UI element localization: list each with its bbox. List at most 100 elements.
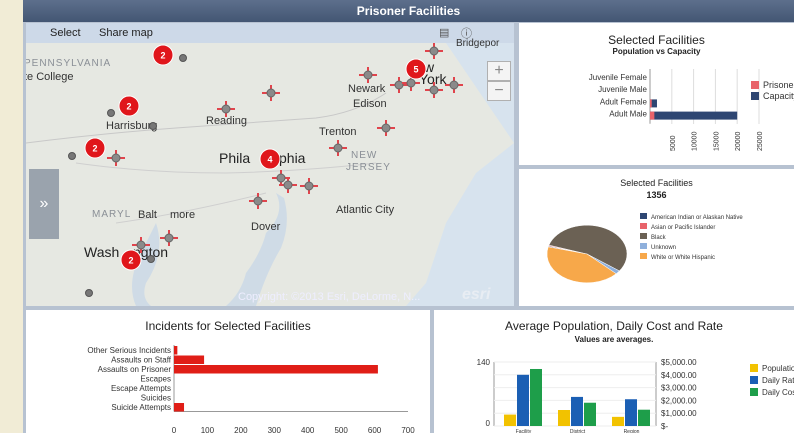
- cluster-badge[interactable]: 2: [120, 249, 142, 271]
- marker-dot: [381, 123, 391, 133]
- right-tick-label: $5,000.00: [661, 358, 697, 367]
- legend-label: American Indian or Alaskan Native: [651, 215, 743, 221]
- label-philadelphia-b: phia: [279, 150, 306, 166]
- facility-marker[interactable]: [300, 178, 318, 194]
- avg-bar: [517, 374, 529, 426]
- label-washington-a: Wash: [84, 244, 120, 260]
- label-pennsylvania: PENNSYLVANIA: [26, 58, 112, 69]
- marker-dot: [283, 180, 293, 190]
- marker-dot: [304, 181, 314, 191]
- label-state-college: te College: [26, 71, 74, 83]
- legend-swatch: [750, 364, 758, 372]
- pie-slice: [546, 246, 617, 283]
- map-toolbar: Select Share map ▤ ⓘ: [26, 23, 514, 43]
- right-tick-label: $3,000.00: [661, 384, 697, 393]
- average-chart[interactable]: 1400$5,000.00$4,000.00$3,000.00$2,000.00…: [434, 310, 794, 433]
- expand-panel-button[interactable]: »: [29, 169, 59, 239]
- x-tick-label: 600: [368, 426, 382, 433]
- map-panel[interactable]: Select Share map ▤ ⓘ PENNSYLVANIA te Col…: [26, 23, 514, 306]
- facility-marker[interactable]: [377, 120, 395, 136]
- avg-bar: [558, 410, 570, 426]
- chesapeake-bay: [132, 223, 160, 306]
- marker-dot: [406, 78, 416, 88]
- facility-marker[interactable]: [107, 150, 125, 166]
- facility-marker[interactable]: [445, 77, 463, 93]
- window-title: Prisoner Facilities: [23, 0, 794, 22]
- basemap-icon[interactable]: ▤: [439, 27, 450, 39]
- facility-dot[interactable]: [107, 109, 115, 117]
- prisoners-bar: [650, 99, 652, 108]
- facility-marker[interactable]: [390, 77, 408, 93]
- facility-markers-layer[interactable]: 2 2 2 2 4 5: [26, 23, 514, 306]
- label-trenton: Trenton: [319, 126, 357, 138]
- avg-chart-subtitle: Values are averages.: [574, 335, 654, 344]
- facility-marker[interactable]: [217, 101, 235, 117]
- facility-marker[interactable]: [160, 230, 178, 246]
- legend-label: Daily Cost: [762, 388, 794, 397]
- cluster-badge[interactable]: 4: [259, 148, 281, 170]
- avg-bar: [612, 416, 624, 426]
- marker-dot: [429, 85, 439, 95]
- cluster-count: 2: [126, 102, 131, 112]
- x-tick-label: 20000: [735, 131, 742, 151]
- category-label: Region: [624, 429, 640, 433]
- cluster-circle: [118, 95, 140, 117]
- legend-swatch: [640, 213, 647, 219]
- cluster-badge[interactable]: 2: [84, 137, 106, 159]
- cluster-circle: [120, 249, 142, 271]
- avg-bar: [504, 414, 516, 426]
- cluster-badge[interactable]: 5: [405, 58, 427, 80]
- category-label: Other Serious Incidents: [87, 346, 171, 355]
- facility-marker[interactable]: [359, 67, 377, 83]
- label-baltimore-b: more: [170, 209, 196, 221]
- pie-chart-subtitle: 1356: [646, 190, 667, 200]
- zoom-out-button[interactable]: −: [487, 81, 511, 101]
- facility-marker[interactable]: [329, 140, 347, 156]
- map-canvas[interactable]: [26, 23, 514, 306]
- cluster-badge[interactable]: 2: [118, 95, 140, 117]
- facility-marker[interactable]: [249, 193, 267, 209]
- right-tick-label: $4,000.00: [661, 371, 697, 380]
- map-copyright: Copyright: ©2013 Esri, DeLorme, N...: [238, 291, 421, 303]
- pie-chart-title: Selected Facilities: [620, 178, 693, 188]
- cluster-circle: [259, 148, 281, 170]
- category-label: Juvenile Female: [589, 73, 648, 82]
- zoom-in-button[interactable]: +: [487, 61, 511, 81]
- legend-label: Prisoners: [763, 80, 794, 90]
- label-new-york-a: w: [424, 59, 435, 75]
- x-tick-label: 15000: [713, 131, 720, 151]
- marker-dot: [394, 80, 404, 90]
- label-new-jersey-a: NEW: [351, 150, 378, 161]
- label-reading: Reading: [206, 115, 247, 127]
- marker-dot: [429, 46, 439, 56]
- legend-label: Capacity: [763, 91, 794, 101]
- marker-dot: [449, 80, 459, 90]
- facility-marker[interactable]: [132, 237, 150, 253]
- marker-dot: [164, 233, 174, 243]
- facility-marker[interactable]: [425, 43, 443, 59]
- cluster-circle: [84, 137, 106, 159]
- facility-dot[interactable]: [147, 255, 155, 263]
- facility-marker[interactable]: [262, 85, 280, 101]
- marker-dot: [363, 70, 373, 80]
- category-label: Adult Female: [600, 97, 648, 106]
- facility-dot[interactable]: [85, 289, 93, 297]
- cluster-badge[interactable]: 2: [152, 44, 174, 66]
- help-icon[interactable]: ⓘ: [461, 28, 472, 40]
- facility-dot[interactable]: [149, 122, 157, 130]
- legend-swatch: [751, 81, 759, 89]
- category-label: Facility: [516, 429, 532, 433]
- cluster-count: 2: [92, 144, 97, 154]
- select-tool[interactable]: Select: [50, 27, 81, 39]
- facility-marker[interactable]: [425, 82, 443, 98]
- facility-marker[interactable]: [279, 177, 297, 193]
- bar-chart-title: Selected Facilities: [608, 33, 705, 47]
- label-harrisburg: Harrisburg: [106, 120, 158, 132]
- facility-dot[interactable]: [179, 54, 187, 62]
- share-map-button[interactable]: Share map: [99, 27, 153, 39]
- left-tick-label: 0: [486, 419, 491, 428]
- facility-dot[interactable]: [68, 152, 76, 160]
